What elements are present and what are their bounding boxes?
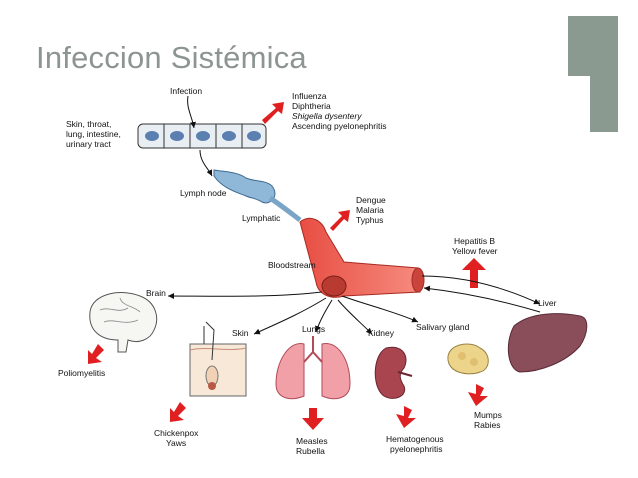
brain-label: Brain: [146, 288, 166, 298]
local-spread-arrow: [262, 102, 284, 124]
brain-diseases-label: Poliomyelitis: [58, 368, 105, 378]
liver-label: Liver: [538, 298, 557, 308]
lymph-spread-arrow: [330, 210, 350, 231]
lymphatic-label: Lymphatic: [242, 213, 281, 223]
salivary-diseases-label: Mumps Rabies: [474, 410, 504, 430]
salivary-gland-illustration: [447, 343, 489, 375]
local-diseases-label: Influenza Diphtheria Shigella dysentery …: [292, 91, 387, 131]
kidney-label: Kidney: [368, 328, 395, 338]
brain-arrow: [88, 344, 104, 364]
lungs-illustration: [275, 336, 351, 400]
skin-illustration: [189, 321, 247, 397]
liver-diseases-label: Hepatitis B Yellow fever: [452, 236, 498, 256]
epithelium-cells: [137, 123, 267, 149]
bloodstream-vessel: [299, 217, 425, 298]
kidney-illustration: [374, 346, 413, 399]
kidney-diseases-label: Hematogenous pyelonephritis: [386, 434, 446, 454]
salivary-gland-label: Salivary gland: [416, 322, 470, 332]
bloodstream-label: Bloodstream: [268, 260, 316, 270]
infection-label: Infection: [170, 86, 202, 96]
entry-sites-label: Skin, throat, lung, intestine, urinary t…: [66, 119, 123, 149]
lymph-diseases-label: Dengue Malaria Typhus: [356, 195, 388, 225]
liver-spread-arrow: [462, 258, 486, 288]
salivary-arrow: [468, 384, 488, 406]
accent-bar: [568, 16, 618, 132]
skin-diseases-label: Chickenpox Yaws: [154, 428, 201, 448]
skin-arrow: [170, 402, 186, 422]
kidney-arrow: [396, 406, 416, 428]
lungs-arrow: [302, 408, 324, 430]
lymph-node-label: Lymph node: [180, 188, 227, 198]
slide-title: Infeccion Sistémica: [36, 40, 307, 75]
lung-diseases-label: Measles Rubella: [296, 436, 330, 456]
lungs-label: Lungs: [302, 324, 325, 334]
liver-illustration: [507, 313, 588, 373]
brain-illustration: [89, 292, 158, 353]
skin-label: Skin: [232, 328, 249, 338]
